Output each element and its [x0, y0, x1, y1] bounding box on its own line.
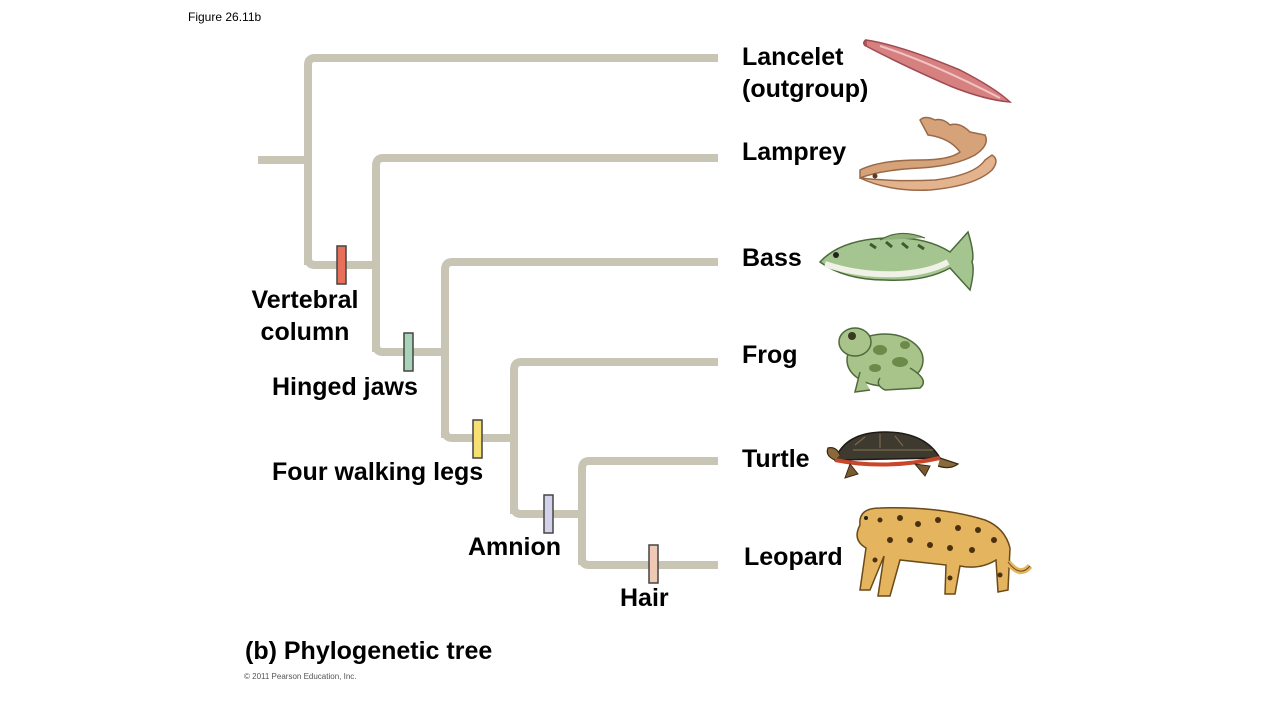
turtle-icon	[826, 431, 960, 479]
amnion-marker	[543, 494, 554, 534]
branch-node2	[304, 160, 376, 269]
trait-hair-label: Hair	[620, 584, 669, 612]
taxon-turtle-label: Turtle	[742, 445, 810, 473]
trait-hinged-jaws-label: Hinged jaws	[272, 373, 418, 401]
branch-lancelet	[304, 54, 718, 265]
taxon-leopard-label: Leopard	[744, 543, 843, 571]
branch-node5	[510, 506, 582, 518]
copyright-notice: © 2011 Pearson Education, Inc.	[244, 672, 357, 681]
branch-leopard	[578, 557, 718, 569]
lamprey-icon	[859, 116, 997, 191]
taxon-lamprey-label: Lamprey	[742, 138, 847, 166]
hinged-jaws-marker	[403, 332, 414, 372]
frog-icon	[838, 327, 925, 393]
branch-frog	[510, 358, 718, 514]
taxon-frog-label: Frog	[742, 341, 798, 369]
branch-node3	[372, 344, 445, 356]
branch-node4	[441, 429, 514, 442]
trait-amnion-label: Amnion	[468, 533, 562, 561]
four-walking-legs-marker	[472, 419, 483, 459]
vertebral-column-marker	[336, 245, 347, 285]
leopard-icon	[856, 507, 1033, 597]
branch-bass	[441, 258, 718, 438]
bass-icon	[818, 230, 974, 292]
trait-four-walking-legs-label: Four walking legs	[272, 458, 484, 486]
branch-lamprey	[372, 154, 718, 352]
hair-marker	[648, 544, 659, 584]
branch-turtle	[578, 457, 718, 565]
taxon-lancelet-label: Lancelet (outgroup)	[742, 43, 869, 103]
lancelet-icon	[863, 39, 1013, 103]
trait-vertebral-column-label: Vertebral column	[251, 286, 359, 346]
taxon-bass-label: Bass	[742, 244, 802, 272]
figure-caption: (b) Phylogenetic tree	[245, 637, 493, 665]
figure-label: Figure 26.11b	[188, 10, 262, 24]
